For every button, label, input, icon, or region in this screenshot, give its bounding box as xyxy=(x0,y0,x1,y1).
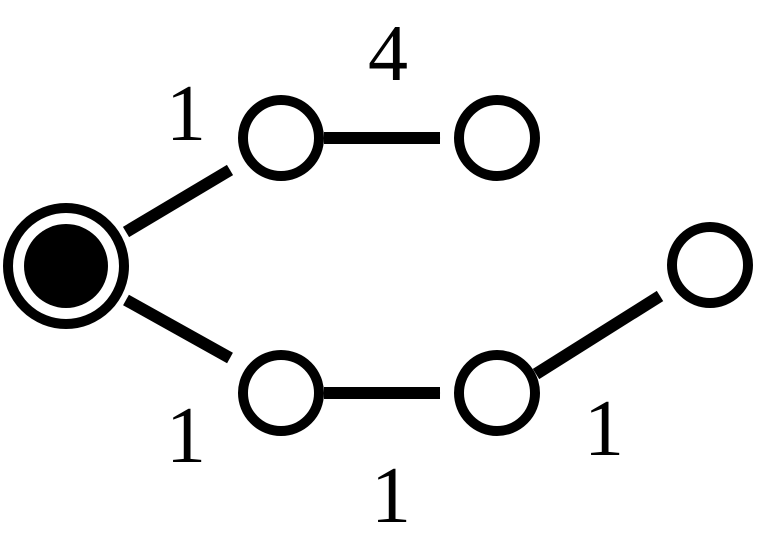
label-bottom-right-to-far-right: 1 xyxy=(584,385,624,473)
label-top-mid-to-top-right: 4 xyxy=(368,10,408,98)
start-node-inner-dot xyxy=(24,224,108,308)
node-top-right xyxy=(454,95,540,181)
node-bottom-mid xyxy=(238,350,324,436)
edge-root-to-bottom-mid xyxy=(123,294,233,364)
edge-labels: 1 4 1 1 1 xyxy=(166,10,624,534)
edge-root-to-top-mid xyxy=(122,164,234,238)
label-root-to-top-mid: 1 xyxy=(166,70,206,158)
node-far-right xyxy=(667,222,753,308)
label-root-to-bottom-mid: 1 xyxy=(166,392,206,480)
edges xyxy=(122,132,664,399)
nodes xyxy=(3,95,753,436)
label-bottom-mid-to-bottom-right: 1 xyxy=(371,452,411,534)
edge-bottom-right-to-far-right xyxy=(532,290,664,380)
node-top-mid xyxy=(238,95,324,181)
start-node xyxy=(3,203,129,329)
node-bottom-right xyxy=(454,350,540,436)
